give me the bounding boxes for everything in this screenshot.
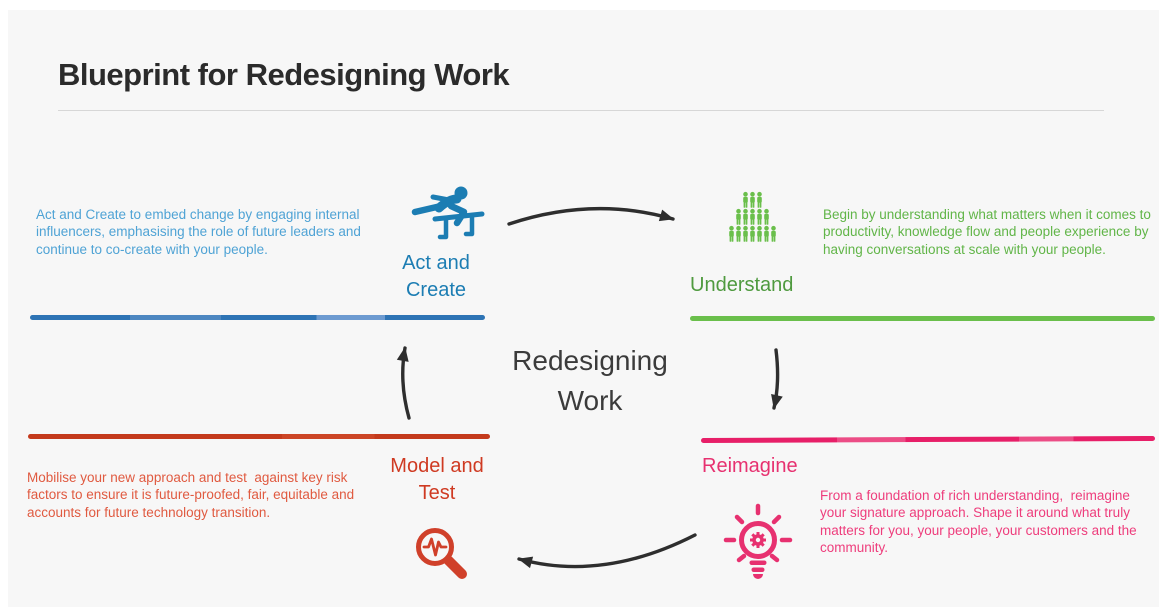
reimagine-description: From a foundation of rich understanding,… bbox=[820, 488, 1137, 556]
understand-label: Understand bbox=[690, 274, 794, 296]
model-and-test-description: Mobilise your new approach and test agai… bbox=[27, 470, 355, 520]
arrow-model-to-act bbox=[390, 340, 424, 424]
reimagine-label: Reimagine bbox=[702, 455, 798, 477]
act-and-create-description: Act and Create to embed change by engagi… bbox=[36, 207, 361, 257]
understand-description: Begin by understanding what matters when… bbox=[823, 207, 1151, 257]
model-and-test-label: Model and Test bbox=[390, 455, 484, 504]
arrow-understand-to-reimagine bbox=[763, 346, 797, 416]
lightbulb-gear-icon bbox=[720, 503, 796, 584]
understand-underline bbox=[690, 316, 1155, 321]
center-cycle-label: Redesigning Work bbox=[512, 345, 668, 416]
model-and-test-overline bbox=[28, 434, 490, 439]
act-and-create-label: Act and Create bbox=[402, 252, 470, 301]
page-title: Blueprint for Redesigning Work bbox=[58, 56, 510, 92]
hurdler-icon bbox=[405, 185, 485, 243]
arrow-act-to-understand bbox=[503, 192, 683, 240]
arrow-reimagine-to-model bbox=[503, 526, 703, 584]
people-group-icon bbox=[726, 191, 778, 244]
left-margin-strip bbox=[0, 0, 8, 607]
title-divider bbox=[58, 110, 1104, 111]
magnifier-pulse-icon bbox=[412, 526, 472, 586]
act-and-create-underline bbox=[30, 315, 485, 320]
top-margin-strip bbox=[0, 0, 1159, 10]
